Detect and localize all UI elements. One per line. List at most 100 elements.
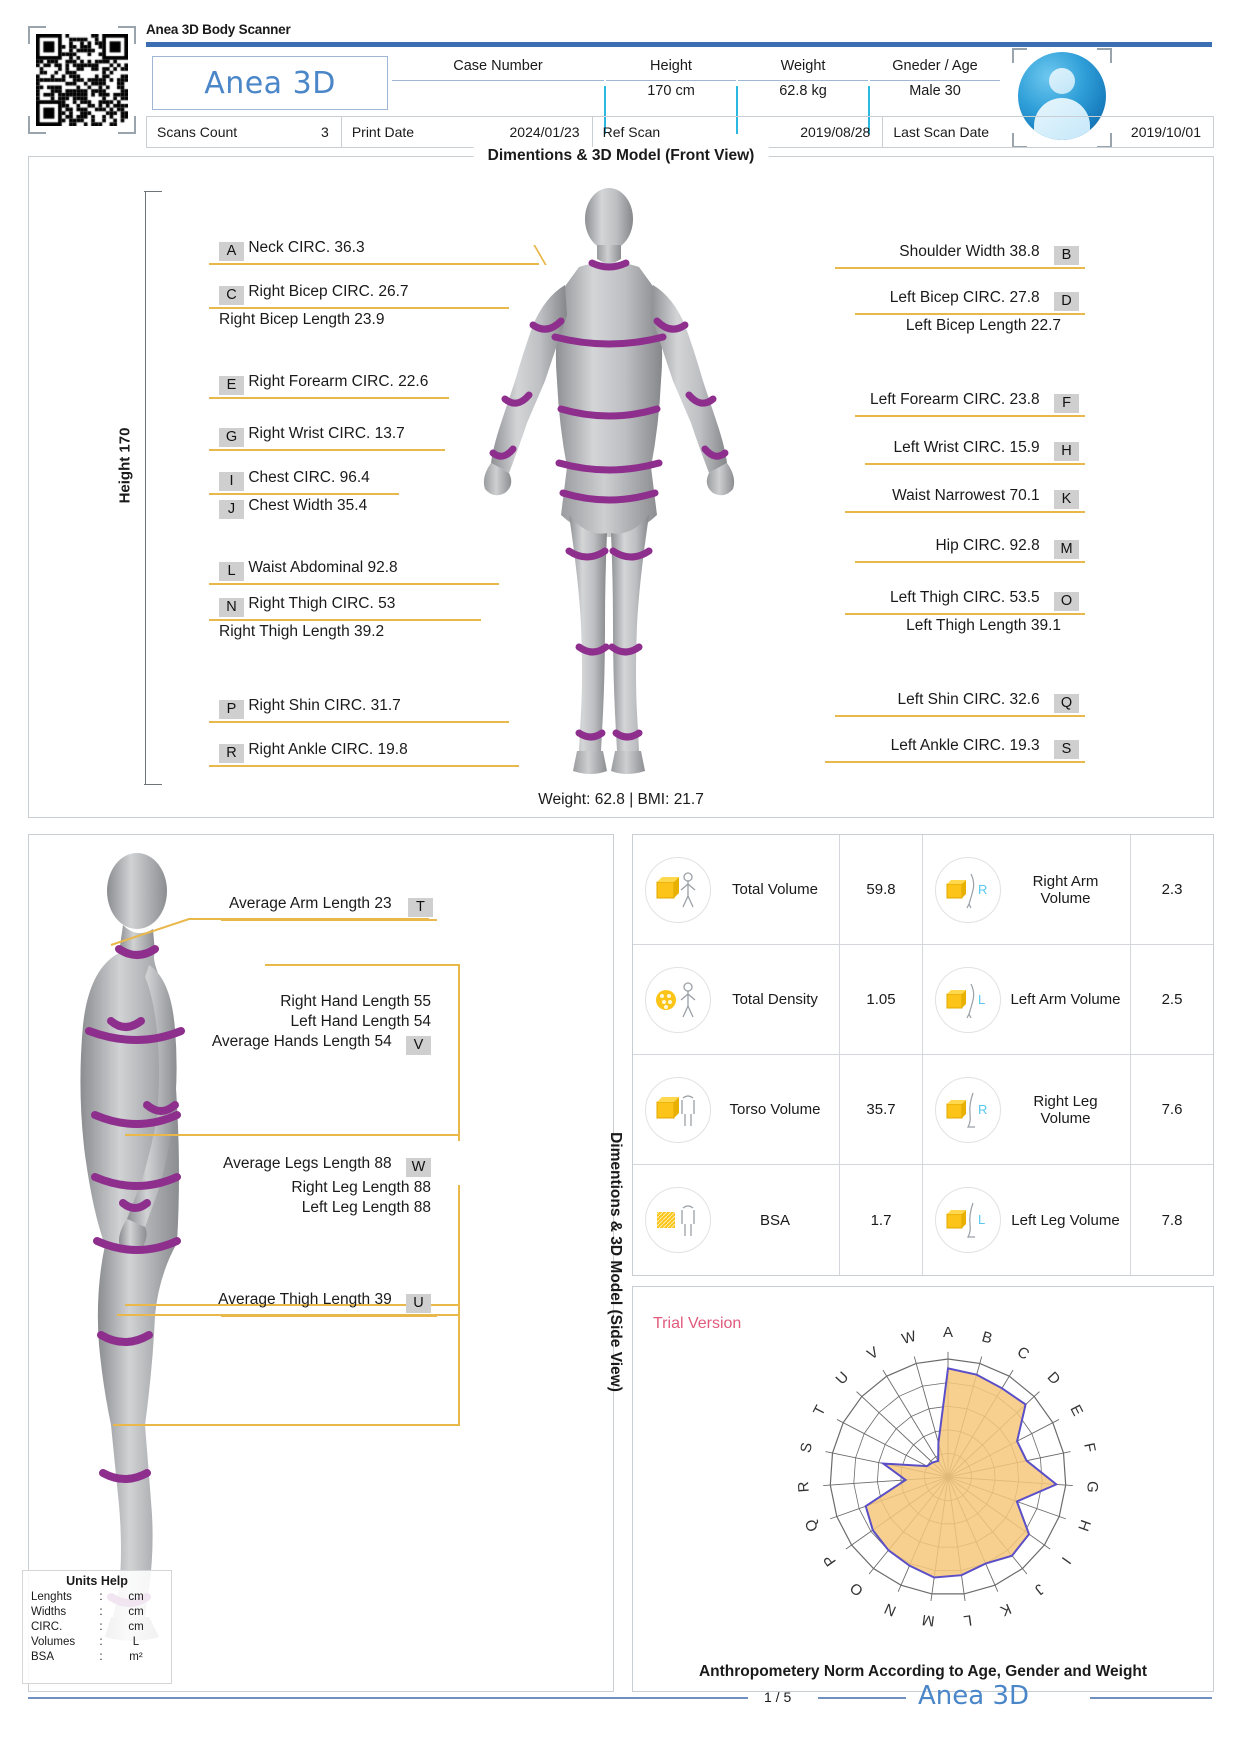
measure-label-H: Left Wrist CIRC. 15.9 H bbox=[894, 439, 1079, 461]
measure-label-V: Average Hands Length 54 V bbox=[159, 1033, 431, 1055]
volume-table: Total Volume 59.8 R Right Arm Volume 2.3… bbox=[632, 834, 1214, 1276]
leader-line bbox=[835, 267, 1085, 269]
measure-label-I: I Chest CIRC. 96.4 bbox=[219, 469, 370, 491]
measure-text: Left Thigh CIRC. 53.5 bbox=[890, 589, 1040, 606]
measure-label-D: Left Bicep CIRC. 27.8 D bbox=[890, 289, 1079, 311]
measure-text: Waist Narrowest 70.1 bbox=[892, 487, 1040, 504]
row-value: 59.8 bbox=[839, 835, 922, 944]
corner-mark-icon bbox=[118, 116, 136, 134]
side-leader-lines bbox=[110, 918, 460, 1426]
measure-label-O: Left Thigh CIRC. 53.5 O bbox=[890, 589, 1079, 611]
row-label: Left Leg Volume bbox=[1011, 1211, 1120, 1229]
leader-line bbox=[835, 715, 1085, 717]
badge-I: I bbox=[219, 472, 244, 491]
leader-line bbox=[209, 493, 399, 495]
svg-text:F: F bbox=[1080, 1441, 1099, 1453]
measure-label-T: Average Arm Length 23 T bbox=[229, 895, 433, 917]
leader-line bbox=[855, 415, 1085, 417]
measure-text: Left Wrist CIRC. 15.9 bbox=[893, 439, 1040, 456]
svg-text:O: O bbox=[847, 1579, 867, 1600]
body-volume-icon bbox=[645, 856, 711, 923]
badge-M: M bbox=[1054, 540, 1079, 559]
measure-text: Average Legs Length 88 bbox=[223, 1155, 392, 1172]
footer-logo: Anea 3D bbox=[918, 1681, 1030, 1711]
badge-D: D bbox=[1054, 292, 1079, 311]
row-value: 35.7 bbox=[839, 1055, 922, 1164]
badge-J: J bbox=[219, 500, 244, 519]
front-panel-title: Dimentions & 3D Model (Front View) bbox=[473, 147, 769, 165]
right-leg-volume-icon: R bbox=[935, 1076, 1001, 1143]
cell-label: Print Date bbox=[351, 124, 415, 140]
measure-label-S: Left Ankle CIRC. 19.3 S bbox=[891, 737, 1079, 759]
svg-text:M: M bbox=[921, 1611, 936, 1629]
badge-P: P bbox=[219, 700, 244, 719]
field-value: Male 30 bbox=[909, 83, 961, 99]
brand-logo-text: Anea 3D bbox=[204, 65, 336, 101]
measure-text: Left Bicep CIRC. 27.8 bbox=[889, 289, 1040, 306]
page-number: 1 / 5 bbox=[764, 1689, 792, 1705]
side-panel-title-wrap: Dimentions & 3D Model (Side View) bbox=[600, 834, 630, 1690]
units-help-row: Lenghts : cm bbox=[23, 1590, 171, 1605]
avatar-body-icon bbox=[1034, 98, 1090, 140]
row-label: Left Arm Volume bbox=[1010, 991, 1121, 1008]
unit-name: Widths bbox=[31, 1606, 67, 1618]
svg-text:U: U bbox=[833, 1369, 853, 1389]
measure-label-W: Average Legs Length 88 W bbox=[159, 1155, 431, 1177]
scans-count-cell: Scans Count 3 bbox=[147, 117, 342, 147]
last-scan-date-cell: Last Scan Date 2019/10/01 bbox=[883, 117, 1213, 147]
measure-text: Average Hands Length 54 bbox=[211, 1033, 392, 1050]
corner-mark-icon bbox=[1012, 48, 1027, 63]
field-value: 62.8 kg bbox=[779, 83, 827, 99]
unit-sep: : bbox=[99, 1606, 103, 1618]
measure-text: Left Shin CIRC. 32.6 bbox=[897, 691, 1040, 708]
table-row: Total Density 1.05 bbox=[633, 945, 923, 1055]
measure-text: Left Ankle CIRC. 19.3 bbox=[890, 737, 1040, 754]
cell-label: Scans Count bbox=[157, 124, 238, 140]
left-arm-volume-icon: L bbox=[935, 966, 1001, 1033]
cell-label: Ref Scan bbox=[602, 124, 661, 140]
unit-sep: : bbox=[99, 1636, 103, 1648]
measure-label-R: R Right Ankle CIRC. 19.8 bbox=[219, 741, 408, 763]
row-label: Right Arm Volume bbox=[1032, 872, 1099, 907]
row-label: BSA bbox=[759, 1211, 790, 1229]
measure-text: Hip CIRC. 92.8 bbox=[935, 537, 1040, 554]
row-value: 7.8 bbox=[1130, 1165, 1213, 1275]
right-arm-volume-icon: R bbox=[935, 856, 1001, 923]
torso-volume-icon bbox=[645, 1076, 711, 1143]
body-density-icon bbox=[645, 966, 711, 1033]
qr-code-block bbox=[28, 26, 136, 134]
trial-version-watermark: Trial Version bbox=[653, 1315, 742, 1332]
row-label: Total Volume bbox=[732, 881, 818, 898]
badge-B: B bbox=[1054, 246, 1079, 265]
unit-name: CIRC. bbox=[31, 1621, 63, 1633]
badge-T: T bbox=[407, 898, 433, 917]
weight-bmi-summary: Weight: 62.8 | BMI: 21.7 bbox=[538, 791, 704, 808]
table-row: Total Volume 59.8 bbox=[633, 835, 923, 945]
leader-line bbox=[221, 1315, 437, 1317]
svg-text:R: R bbox=[978, 1102, 987, 1117]
svg-text:W: W bbox=[900, 1328, 919, 1348]
avatar bbox=[1012, 48, 1112, 148]
field-rule bbox=[870, 80, 1000, 81]
badge-F: F bbox=[1054, 394, 1079, 413]
measure-text: Left Forearm CIRC. 23.8 bbox=[869, 391, 1040, 408]
svg-text:C: C bbox=[1014, 1343, 1032, 1363]
leader-line bbox=[209, 263, 539, 265]
measure-text: Right Shin CIRC. 31.7 bbox=[248, 697, 401, 714]
svg-text:S: S bbox=[797, 1441, 816, 1454]
measure-label-M: Hip CIRC. 92.8 M bbox=[935, 537, 1079, 559]
field-rule bbox=[606, 80, 736, 81]
measure-text: Neck CIRC. 36.3 bbox=[248, 239, 365, 256]
field-label: Weight bbox=[780, 58, 826, 74]
measure-text: Average Thigh Length 39 bbox=[218, 1291, 392, 1308]
report-footer: 1 / 5 Anea 3D bbox=[28, 1681, 1212, 1729]
units-help-row: CIRC. : cm bbox=[23, 1620, 171, 1635]
field-height: Height 170 cm bbox=[606, 56, 736, 108]
measure-label-A: A Neck CIRC. 36.3 bbox=[219, 239, 365, 261]
left-leg-volume-icon: L bbox=[935, 1187, 1001, 1253]
svg-text:L: L bbox=[962, 1611, 973, 1629]
badge-W: W bbox=[406, 1158, 431, 1177]
svg-text:H: H bbox=[1074, 1517, 1094, 1533]
